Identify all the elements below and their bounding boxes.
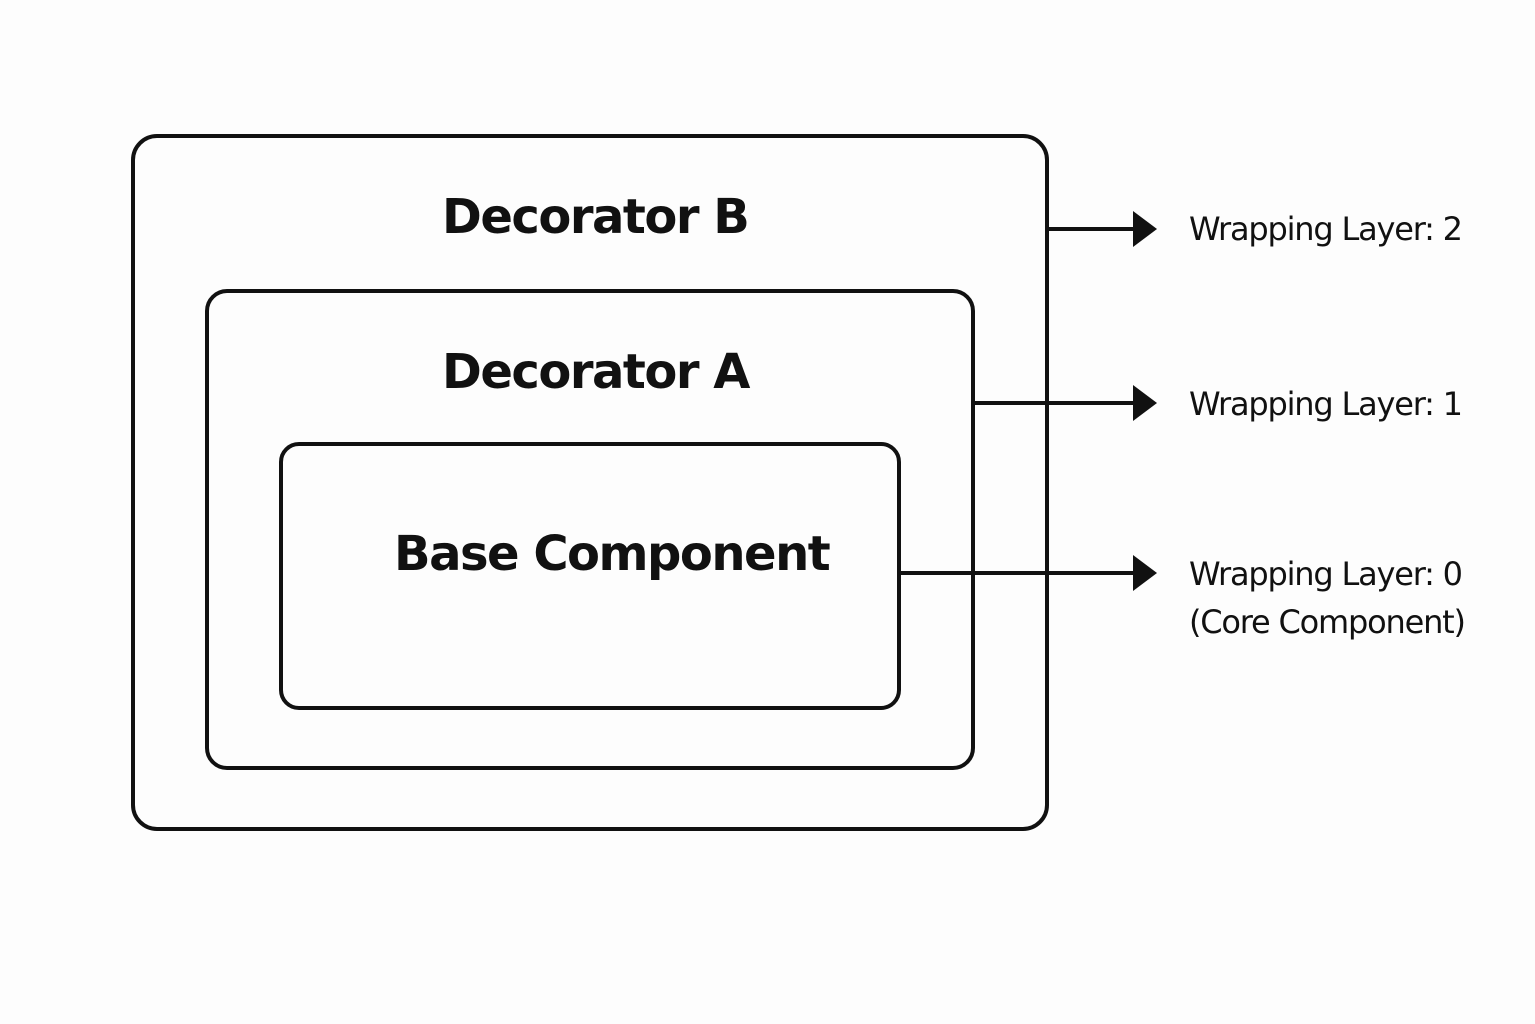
layer-2-label: Wrapping Layer: 2	[1189, 210, 1463, 248]
decorator-a-box	[205, 289, 975, 770]
arrow-layer-2	[1049, 211, 1157, 247]
layer-1-label: Wrapping Layer: 1	[1189, 385, 1463, 423]
base-component-title: Base Component	[394, 526, 831, 582]
arrow-layer-1	[975, 385, 1157, 421]
layer-0-label-group: Wrapping Layer: 0 (Core Component)	[1189, 550, 1466, 646]
arrow-head-layer-1	[1133, 385, 1157, 421]
arrow-layer-0	[901, 555, 1157, 591]
layer-0-note: (Core Component)	[1189, 603, 1466, 641]
decorator-b-title: Decorator B	[442, 189, 750, 245]
arrow-head-layer-2	[1133, 211, 1157, 247]
layer-0-label: Wrapping Layer: 0	[1189, 555, 1463, 593]
arrow-head-layer-0	[1133, 555, 1157, 591]
base-component-box	[279, 442, 901, 710]
decorator-a-title: Decorator A	[442, 344, 750, 400]
decorator-b-box	[131, 134, 1049, 831]
